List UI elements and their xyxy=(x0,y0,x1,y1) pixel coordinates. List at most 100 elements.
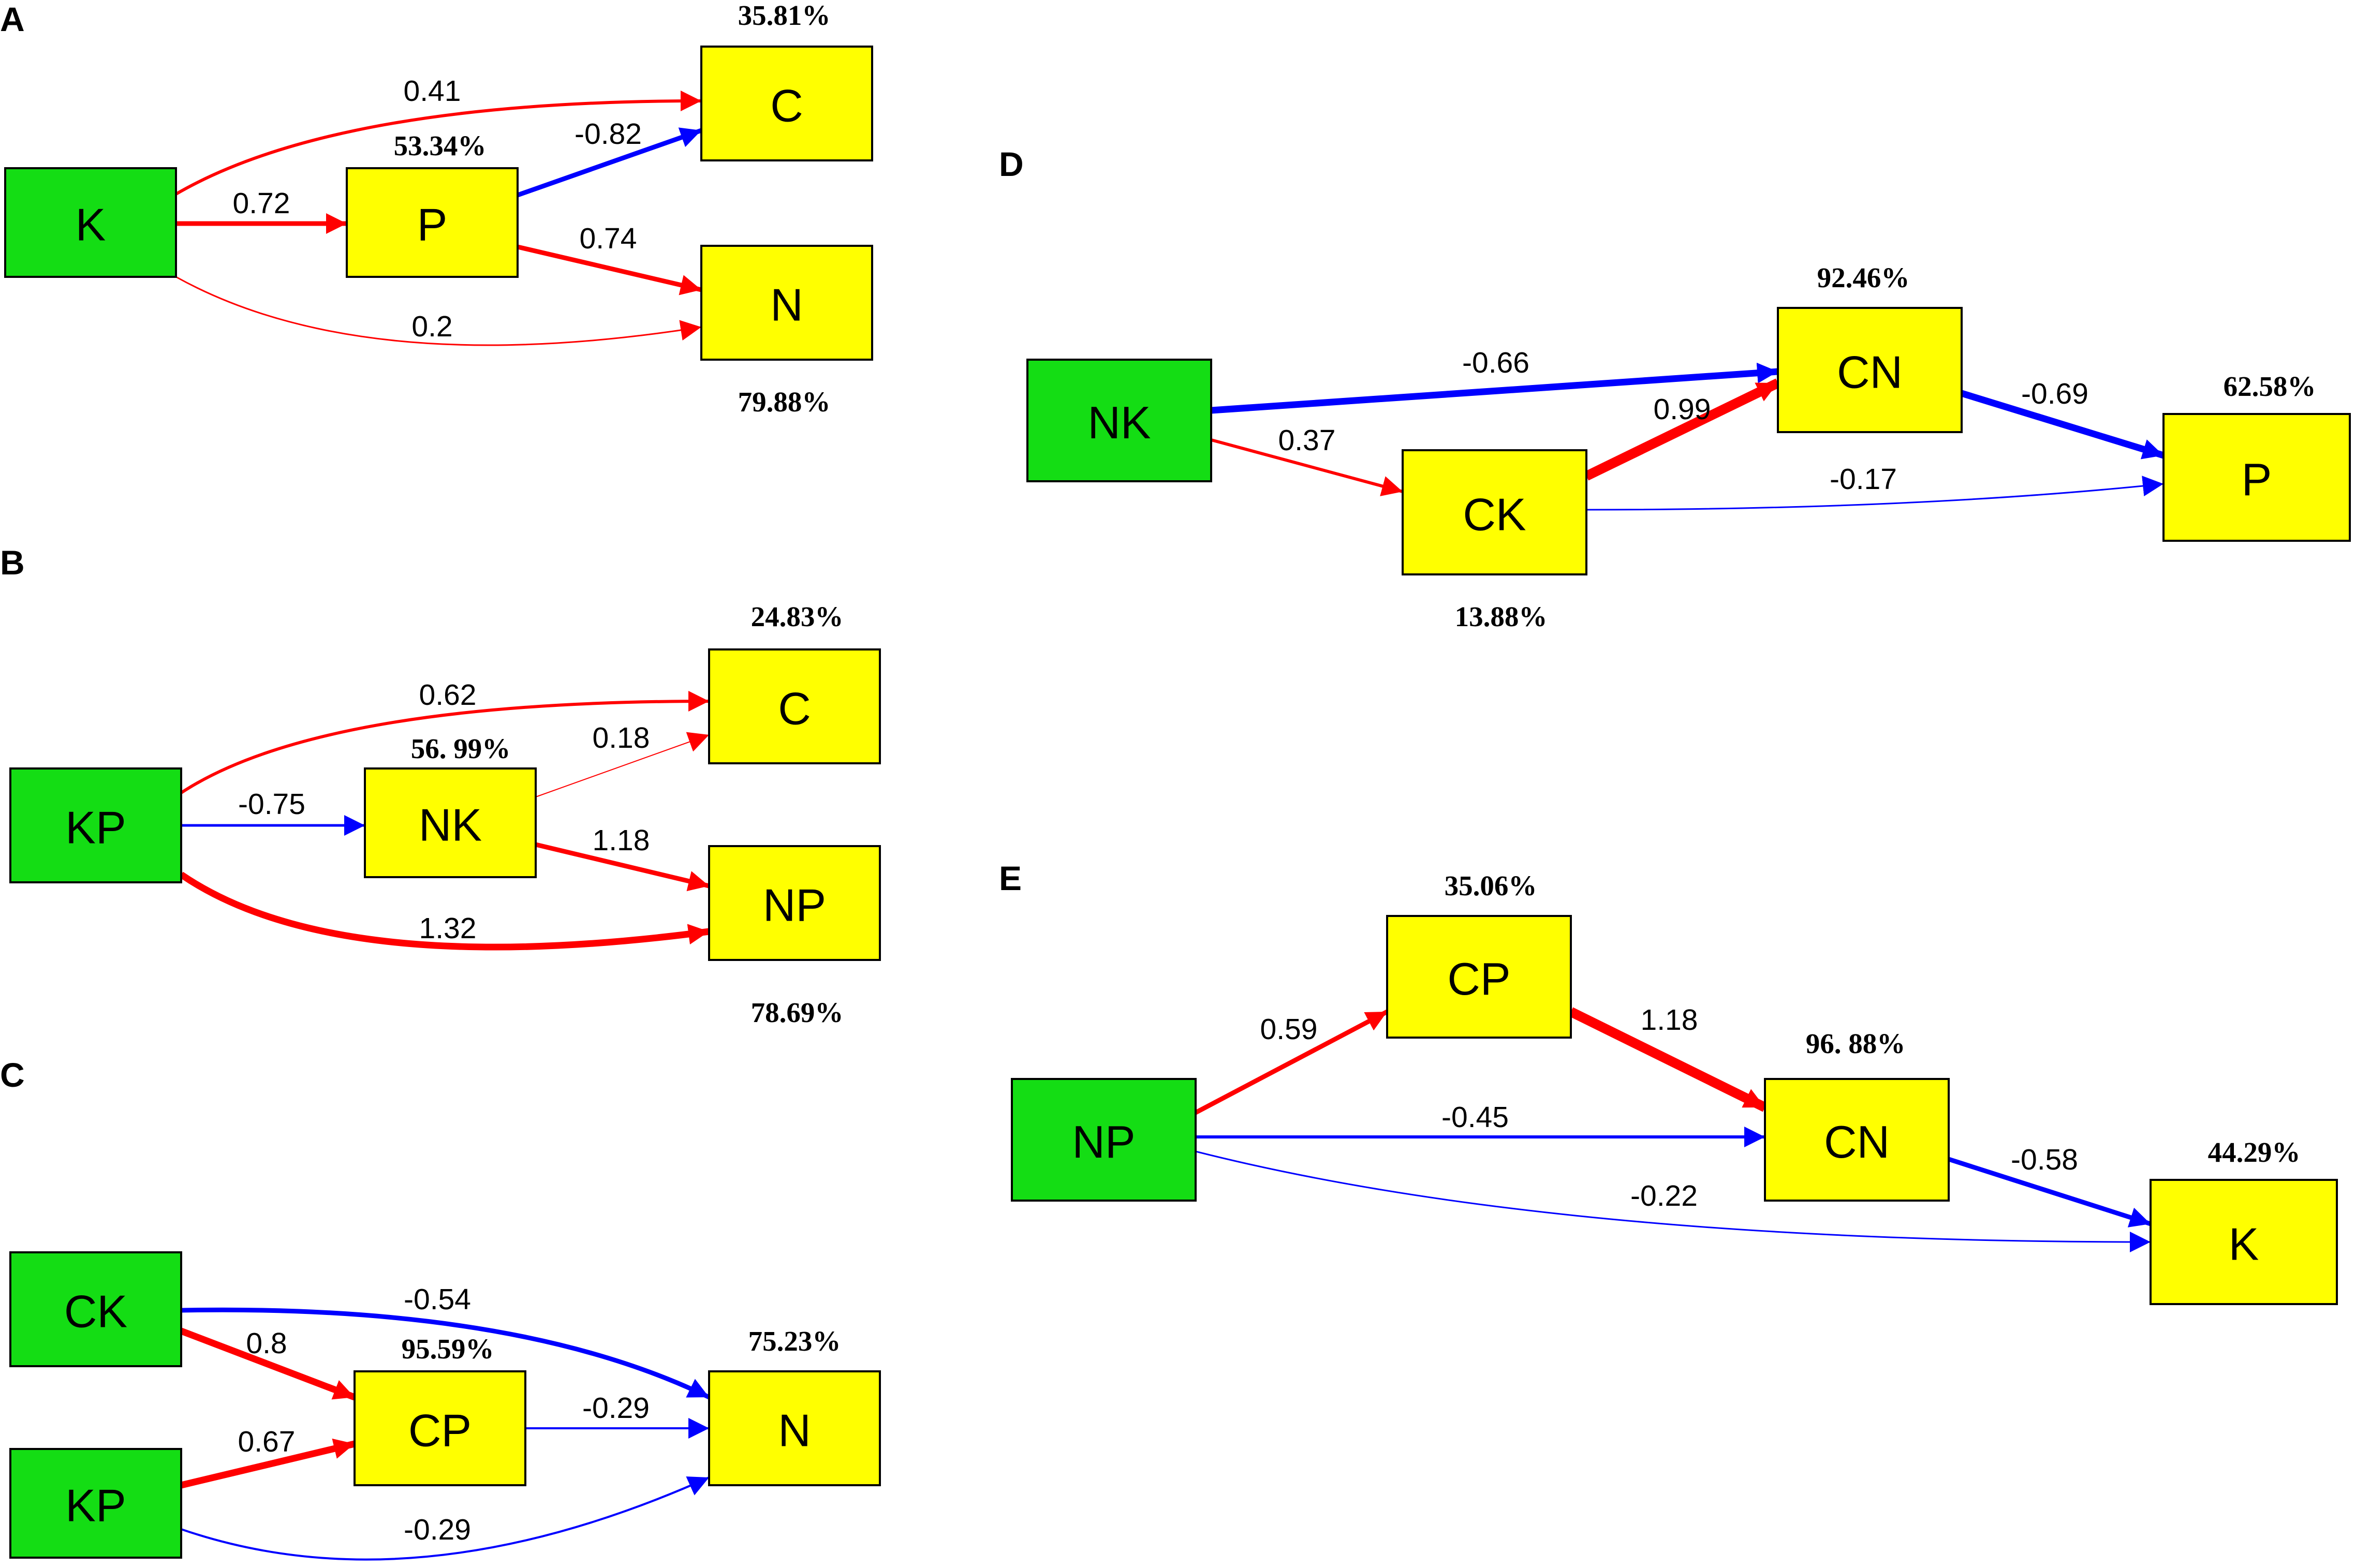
path-arrow-k-to-n xyxy=(175,276,702,346)
node-p: P62.58% xyxy=(2162,371,2351,542)
node-label: N xyxy=(778,1405,811,1456)
node-label: CK xyxy=(64,1286,127,1337)
node-ck: CK 13.88% xyxy=(1402,449,1587,632)
panel-letter: A xyxy=(0,0,25,38)
node-label: CK xyxy=(1463,489,1526,540)
endogenous-variable-box xyxy=(346,167,519,278)
node-label: CN xyxy=(1824,1116,1890,1167)
explained-variance-label: 53.34% xyxy=(394,130,487,161)
path-arrow-kp-to-np xyxy=(179,871,710,951)
path-coefficient-np-to-cn: -0.45 xyxy=(1441,1101,1509,1134)
node-label: K xyxy=(76,199,106,250)
node-label: CP xyxy=(408,1405,472,1456)
path-coefficient-nk-to-cn: -0.66 xyxy=(1462,346,1529,379)
node-cp: CP 35.06% xyxy=(1386,870,1572,1039)
node-label: NP xyxy=(1072,1116,1135,1167)
path-arrow-k-to-c xyxy=(175,91,702,196)
exogenous-variable-box xyxy=(9,1448,182,1559)
node-nk: NK xyxy=(1026,359,1212,482)
endogenous-variable-box xyxy=(364,767,537,878)
path-arrow-kp-to-cp xyxy=(180,1438,356,1489)
path-coefficient-k-to-n: 0.2 xyxy=(411,310,452,343)
node-label: CP xyxy=(1447,953,1510,1004)
path-coefficient-kp-to-np: 1.32 xyxy=(419,912,477,945)
endogenous-variable-box xyxy=(1777,307,1963,433)
exogenous-variable-box xyxy=(4,167,177,278)
node-label: KP xyxy=(65,802,126,853)
path-coefficient-kp-to-nk: -0.75 xyxy=(238,788,305,821)
node-p: P 53.34% xyxy=(346,130,519,278)
path-arrow-kp-to-n xyxy=(181,1476,710,1561)
panel-d: D-0.660.370.99-0.69-0.17NKCK13.88%CN92.4… xyxy=(999,145,2351,632)
explained-variance-label: 92.46% xyxy=(1817,262,1910,293)
node-np: NP 78.69% xyxy=(708,845,881,1028)
endogenous-variable-box xyxy=(354,1370,526,1486)
explained-variance-label: 13.88% xyxy=(1455,601,1548,632)
node-label: NK xyxy=(1087,397,1151,448)
exogenous-variable-box xyxy=(9,1251,182,1367)
path-coefficient-kp-to-c: 0.62 xyxy=(419,678,477,712)
panel-letter: E xyxy=(999,859,1022,897)
panel-letter: B xyxy=(0,543,25,582)
exogenous-variable-box xyxy=(1011,1078,1197,1202)
path-coefficient-np-to-k: -0.22 xyxy=(1630,1179,1698,1212)
path-coefficient-cn-to-p: -0.69 xyxy=(2021,377,2088,410)
path-arrow-ck-to-n xyxy=(181,1307,710,1400)
explained-variance-label: 79.88% xyxy=(738,386,831,418)
explained-variance-label: 35.81% xyxy=(738,0,831,31)
node-label: CN xyxy=(1837,347,1903,398)
panel-letter: C xyxy=(0,1056,25,1094)
path-arrow-nk-to-np xyxy=(535,842,710,892)
path-coefficient-ck-to-n: -0.54 xyxy=(404,1283,471,1316)
node-label: KP xyxy=(65,1480,126,1531)
path-arrow-nk-to-ck xyxy=(1211,438,1403,496)
path-coefficient-k-to-c: 0.41 xyxy=(404,75,461,108)
node-k: K xyxy=(4,167,177,278)
path-arrow-ck-to-p xyxy=(1586,476,2164,511)
endogenous-variable-box xyxy=(2162,413,2351,542)
endogenous-variable-box xyxy=(700,46,873,161)
path-coefficient-np-to-cp: 0.59 xyxy=(1260,1013,1318,1046)
explained-variance-label: 78.69% xyxy=(751,997,844,1028)
endogenous-variable-box xyxy=(708,845,881,961)
node-cn: CN 96. 88% xyxy=(1764,1028,1950,1202)
endogenous-variable-box xyxy=(1386,915,1572,1039)
path-arrow-cn-to-k xyxy=(1948,1157,2152,1227)
path-coefficient-ck-to-cp: 0.8 xyxy=(246,1327,287,1360)
exogenous-variable-box xyxy=(1026,359,1212,482)
path-coefficient-cp-to-n: -0.29 xyxy=(582,1392,650,1425)
path-arrow-nk-to-c xyxy=(535,732,710,797)
node-label: NP xyxy=(763,880,826,931)
path-coefficient-nk-to-c: 0.18 xyxy=(593,721,650,755)
path-arrow-p-to-c xyxy=(517,127,702,198)
path-coefficient-cn-to-k: -0.58 xyxy=(2011,1143,2078,1176)
endogenous-variable-box xyxy=(2150,1179,2338,1305)
node-cn: CN 92.46% xyxy=(1777,262,1963,433)
endogenous-variable-box xyxy=(708,1370,881,1486)
path-arrow-nk-to-cn xyxy=(1211,362,1778,414)
node-label: C xyxy=(778,683,811,734)
path-coefficient-ck-to-cn: 0.99 xyxy=(1654,393,1711,426)
path-coefficient-cp-to-cn: 1.18 xyxy=(1641,1003,1698,1037)
node-k: K44.29% xyxy=(2150,1136,2338,1305)
node-kp: KP xyxy=(9,1448,182,1559)
endogenous-variable-box xyxy=(1402,449,1587,575)
path-arrow-np-to-k xyxy=(1195,1150,2151,1252)
explained-variance-label: 75.23% xyxy=(748,1325,841,1357)
endogenous-variable-box xyxy=(700,245,873,361)
path-arrow-ck-to-cn xyxy=(1584,378,1780,481)
path-coefficient-p-to-n: 0.74 xyxy=(580,222,637,255)
path-coefficient-p-to-c: -0.82 xyxy=(575,117,642,151)
node-c: C24.83% xyxy=(708,601,881,764)
panel-e: E 0.59 1.18 -0.45 -0.58 -0.22 NP CP 35.06% CN 96. … xyxy=(999,859,2338,1305)
node-c: C35.81% xyxy=(700,0,873,161)
node-label: P xyxy=(417,199,448,250)
path-coefficient-ck-to-p: -0.17 xyxy=(1830,463,1897,496)
node-label: P xyxy=(2242,454,2272,505)
explained-variance-label: 96. 88% xyxy=(1806,1028,1906,1059)
path-coefficient-nk-to-np: 1.18 xyxy=(593,824,650,857)
explained-variance-label: 35.06% xyxy=(1445,870,1537,901)
node-n: N79.88% xyxy=(700,245,873,418)
